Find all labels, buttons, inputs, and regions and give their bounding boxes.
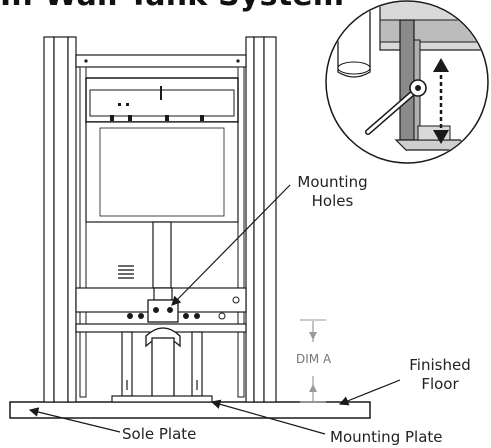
tank [85,77,239,223]
outlet-pipe [152,221,172,289]
left-inner-rail [79,66,87,398]
tank-details [110,86,204,121]
dim-a-dimension [300,319,326,403]
left-frame-stud [43,36,77,403]
wrench-icon [365,79,427,135]
mounting-plate-label: Mounting Plate [330,428,443,446]
right-frame-stud [245,36,277,403]
dim-a-label: DIM A [296,352,332,366]
sole-plate [9,401,371,419]
drain-pipe [151,337,175,399]
sole-plate-label: Sole Plate [122,425,197,443]
mounting-plate [111,395,213,403]
frame-top-rail [75,54,247,68]
detail-callout-circle [325,0,489,164]
leader-lines [28,184,401,435]
diagram-title: In-Wall Tank System [0,0,344,13]
mounting-hole-bolts [127,313,200,319]
adjust-double-arrow-icon [433,58,449,144]
vent-grille [118,265,134,279]
mounting-holes-label: Mounting Holes [297,173,368,210]
drain-fitting [145,287,181,348]
finished-floor-label: Finished Floor [409,356,471,393]
